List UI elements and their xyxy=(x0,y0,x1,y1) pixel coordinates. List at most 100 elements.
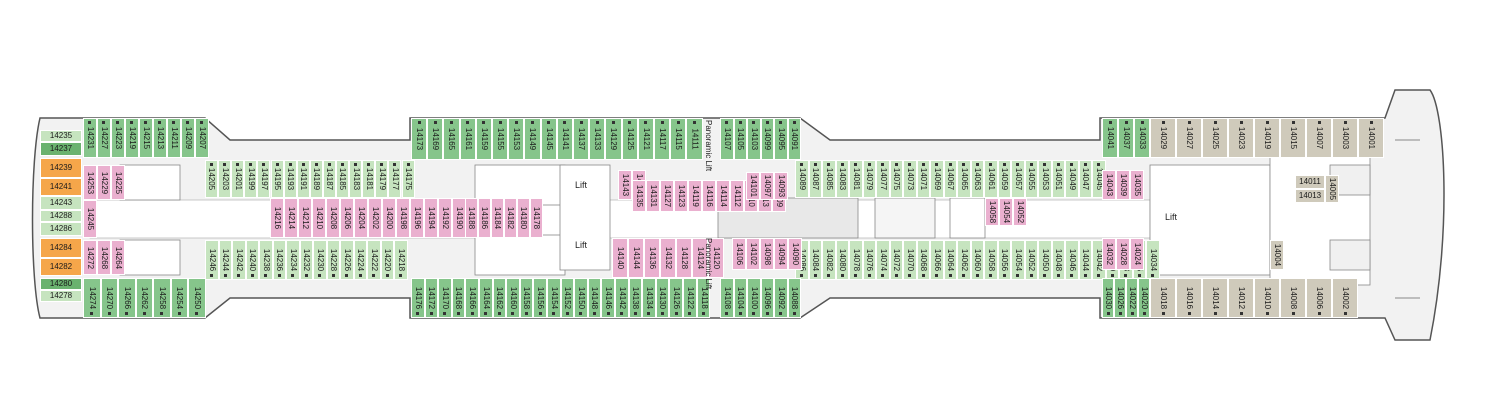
cabin-14087[interactable]: 14087 xyxy=(808,160,822,198)
cabin-14114[interactable]: 14114 xyxy=(716,180,730,212)
cabin-14172[interactable]: 14172 xyxy=(424,278,439,318)
cabin-14119[interactable]: 14119 xyxy=(688,180,702,212)
cabin-14001[interactable]: 14001 xyxy=(1358,118,1384,158)
cabin-14019[interactable]: 14019 xyxy=(1254,118,1280,158)
cabin-14202[interactable]: 14202 xyxy=(368,198,382,238)
cabin-14231[interactable]: 14231 xyxy=(83,118,97,158)
cabin-14189[interactable]: 14189 xyxy=(309,160,323,198)
cabin-14244[interactable]: 14244 xyxy=(218,240,232,280)
cabin-14028[interactable]: 14028 xyxy=(1116,238,1130,270)
cabin-14179[interactable]: 14179 xyxy=(375,160,389,198)
cabin-14140[interactable]: 14140 xyxy=(612,238,628,278)
cabin-14242[interactable]: 14242 xyxy=(232,240,246,280)
cabin-14016[interactable]: 14016 xyxy=(1176,278,1202,318)
cabin-14115[interactable]: 14115 xyxy=(670,118,687,160)
cabin-14173[interactable]: 14173 xyxy=(411,118,428,160)
cabin-14080[interactable]: 14080 xyxy=(835,240,849,280)
cabin-14192[interactable]: 14192 xyxy=(438,198,452,238)
cabin-14034[interactable]: 14034 xyxy=(1146,240,1160,280)
cabin-14282[interactable]: 14282 xyxy=(40,258,82,276)
cabin-14149[interactable]: 14149 xyxy=(524,118,541,160)
cabin-14137[interactable]: 14137 xyxy=(573,118,590,160)
cabin-14270[interactable]: 14270 xyxy=(100,278,118,318)
cabin-14085[interactable]: 14085 xyxy=(822,160,836,198)
cabin-14039[interactable]: 14039 xyxy=(1116,170,1130,200)
cabin-14077[interactable]: 14077 xyxy=(876,160,890,198)
cabin-14027[interactable]: 14027 xyxy=(1176,118,1202,158)
cabin-14205[interactable]: 14205 xyxy=(205,160,219,198)
cabin-14193[interactable]: 14193 xyxy=(283,160,297,198)
cabin-14069[interactable]: 14069 xyxy=(930,160,944,198)
cabin-14254[interactable]: 14254 xyxy=(170,278,188,318)
cabin-14150[interactable]: 14150 xyxy=(574,278,588,318)
cabin-14142[interactable]: 14142 xyxy=(615,278,629,318)
cabin-14062[interactable]: 14062 xyxy=(957,240,971,280)
cabin-14108[interactable]: 14108 xyxy=(720,278,734,318)
cabin-14200[interactable]: 14200 xyxy=(382,198,396,238)
cabin-14211[interactable]: 14211 xyxy=(167,118,181,158)
cabin-14272[interactable]: 14272 xyxy=(83,240,97,275)
cabin-14011[interactable]: 14011 xyxy=(1295,175,1325,189)
cabin-14182[interactable]: 14182 xyxy=(504,198,517,238)
cabin-14229[interactable]: 14229 xyxy=(97,165,111,200)
cabin-14222[interactable]: 14222 xyxy=(367,240,381,280)
cabin-14003[interactable]: 14003 xyxy=(1332,118,1358,158)
cabin-14018[interactable]: 14018 xyxy=(1150,278,1176,318)
cabin-14032[interactable]: 14032 xyxy=(1102,238,1116,270)
cabin-14058[interactable]: 14058 xyxy=(984,240,998,280)
cabin-14166[interactable]: 14166 xyxy=(465,278,479,318)
cabin-14117[interactable]: 14117 xyxy=(654,118,671,160)
cabin-14262[interactable]: 14262 xyxy=(135,278,153,318)
cabin-14201[interactable]: 14201 xyxy=(231,160,245,198)
cabin-14185[interactable]: 14185 xyxy=(336,160,350,198)
cabin-14074[interactable]: 14074 xyxy=(876,240,890,280)
cabin-14144[interactable]: 14144 xyxy=(628,238,644,278)
cabin-14096[interactable]: 14096 xyxy=(760,278,774,318)
cabin-14082[interactable]: 14082 xyxy=(822,240,836,280)
cabin-14014[interactable]: 14014 xyxy=(1202,278,1228,318)
cabin-14104[interactable]: 14104 xyxy=(733,278,747,318)
cabin-14061[interactable]: 14061 xyxy=(984,160,998,198)
cabin-14131[interactable]: 14131 xyxy=(646,180,660,212)
cabin-14134[interactable]: 14134 xyxy=(642,278,656,318)
cabin-14178[interactable]: 14178 xyxy=(530,198,543,238)
cabin-14084[interactable]: 14084 xyxy=(808,240,822,280)
cabin-14154[interactable]: 14154 xyxy=(547,278,561,318)
cabin-14250[interactable]: 14250 xyxy=(188,278,206,318)
cabin-14130[interactable]: 14130 xyxy=(655,278,670,318)
cabin-14098[interactable]: 14098 xyxy=(760,238,774,270)
cabin-14268[interactable]: 14268 xyxy=(97,240,111,275)
cabin-14055[interactable]: 14055 xyxy=(1024,160,1038,198)
cabin-14220[interactable]: 14220 xyxy=(380,240,394,280)
cabin-14033[interactable]: 14033 xyxy=(1134,118,1150,158)
cabin-14194[interactable]: 14194 xyxy=(424,198,438,238)
cabin-14133[interactable]: 14133 xyxy=(589,118,606,160)
cabin-14106[interactable]: 14106 xyxy=(732,238,746,270)
cabin-14148[interactable]: 14148 xyxy=(587,278,602,318)
cabin-14047[interactable]: 14047 xyxy=(1078,160,1092,198)
cabin-14153[interactable]: 14153 xyxy=(508,118,525,160)
cabin-14196[interactable]: 14196 xyxy=(410,198,424,238)
cabin-14180[interactable]: 14180 xyxy=(517,198,530,238)
cabin-14176[interactable]: 14176 xyxy=(411,278,425,318)
cabin-14073[interactable]: 14073 xyxy=(903,160,917,198)
cabin-14186[interactable]: 14186 xyxy=(478,198,491,238)
cabin-14213[interactable]: 14213 xyxy=(153,118,167,158)
cabin-14161[interactable]: 14161 xyxy=(459,118,476,160)
cabin-14210[interactable]: 14210 xyxy=(312,198,326,238)
cabin-14168[interactable]: 14168 xyxy=(451,278,466,318)
cabin-14177[interactable]: 14177 xyxy=(388,160,402,198)
cabin-14056[interactable]: 14056 xyxy=(997,240,1011,280)
cabin-14004[interactable]: 14004 xyxy=(1270,240,1284,270)
cabin-14237[interactable]: 14237 xyxy=(40,142,82,156)
cabin-14280[interactable]: 14280 xyxy=(40,278,82,290)
cabin-14125[interactable]: 14125 xyxy=(621,118,638,160)
cabin-14143[interactable]: 14143 xyxy=(618,170,632,200)
cabin-14025[interactable]: 14025 xyxy=(1202,118,1228,158)
cabin-14049[interactable]: 14049 xyxy=(1065,160,1079,198)
cabin-14212[interactable]: 14212 xyxy=(298,198,312,238)
cabin-14235[interactable]: 14235 xyxy=(40,130,82,142)
cabin-14078[interactable]: 14078 xyxy=(849,240,863,280)
cabin-14095[interactable]: 14095 xyxy=(774,118,788,160)
cabin-14092[interactable]: 14092 xyxy=(774,278,788,318)
